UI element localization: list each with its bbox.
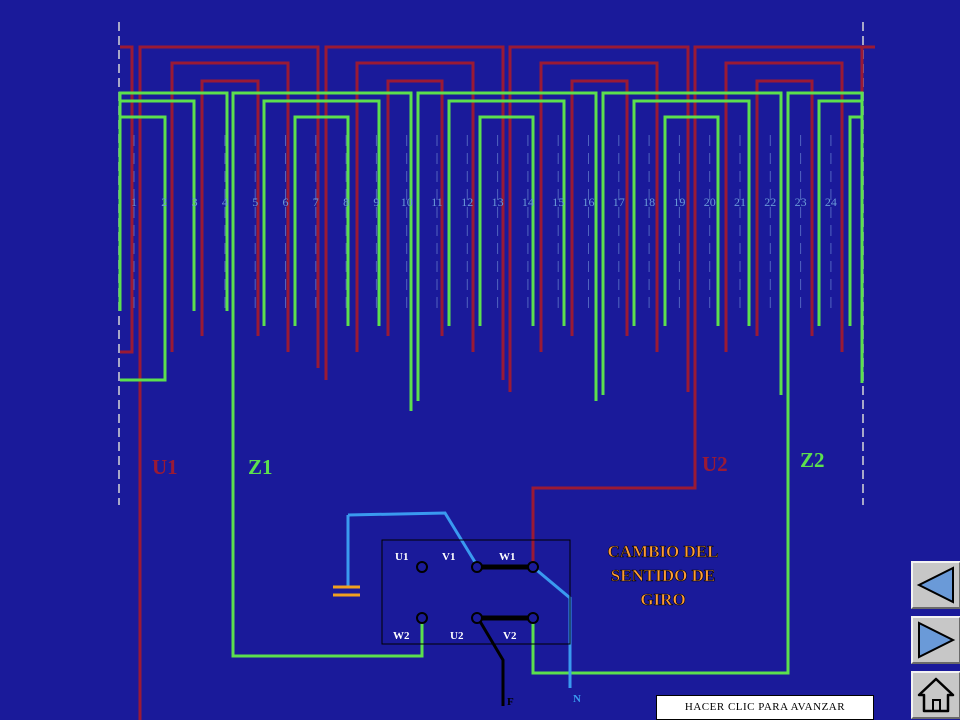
slot-number-22: 22 [764, 195, 776, 209]
lead-z2 [531, 383, 790, 675]
slot-number-17: 17 [613, 195, 625, 209]
slot-number-9: 9 [373, 195, 379, 209]
u-coil-2-1 [324, 45, 505, 380]
u-coil-3-3 [570, 79, 629, 336]
u-wrap-left [120, 45, 134, 354]
u-coil-1-2 [170, 61, 290, 352]
terminal-board: U1 V1 W1 W2 U2 V2 [381, 539, 571, 645]
slot-number-8: 8 [343, 195, 349, 209]
u-coil-2-2 [355, 61, 475, 352]
next-slide-button[interactable] [911, 616, 960, 664]
slot-number-13: 13 [492, 195, 504, 209]
slot-number-18: 18 [643, 195, 655, 209]
previous-slide-button[interactable] [911, 561, 960, 609]
terminal-label-v1: V1 [442, 551, 455, 563]
z-coil-1-3 [118, 115, 167, 311]
slot-number-16: 16 [583, 195, 595, 209]
note-line-3: GIRO [640, 590, 685, 609]
note-line-2: SENTIDO DE [611, 566, 715, 585]
lead-u2 [531, 352, 697, 567]
slot-number-12: 12 [461, 195, 473, 209]
slot-ticks [133, 135, 832, 315]
slot-number-3: 3 [192, 195, 198, 209]
terminal-label-u1: U1 [395, 551, 408, 563]
terminal-board-outline [381, 539, 571, 645]
u-coil-3-1 [508, 45, 690, 392]
capacitor [333, 585, 360, 597]
slot-number-2: 2 [161, 195, 167, 209]
terminal-label-w1: W1 [499, 551, 516, 563]
slot-number-1: 1 [131, 195, 137, 209]
z-coil-2-1 [231, 91, 413, 411]
lead-z1 [231, 311, 424, 658]
u-coil-2-3 [386, 79, 444, 336]
u-coil-1-3 [200, 79, 260, 336]
z-coil-3-1 [416, 91, 598, 401]
slot-number-10: 10 [401, 195, 413, 209]
z-coil-2-3 [293, 115, 350, 326]
z-coil-3-3 [478, 115, 535, 326]
terminal-screw [527, 561, 539, 573]
terminal-screw [471, 612, 483, 624]
note-line-1: CAMBIO DEL [608, 542, 719, 561]
slot-number-4: 4 [222, 195, 228, 209]
slot-number-7: 7 [313, 195, 319, 209]
lead-phase [476, 617, 505, 706]
terminal-label-v2: V2 [503, 630, 517, 642]
u-coil-4-2 [724, 61, 844, 352]
slot-number-21: 21 [734, 195, 746, 209]
z-coil-4-3 [663, 115, 720, 326]
slot-number-6: 6 [283, 195, 289, 209]
advance-button[interactable]: HACER CLIC PARA AVANZAR [656, 695, 874, 720]
slot-number-20: 20 [704, 195, 716, 209]
triangle-left-icon [916, 566, 954, 604]
z-coil-3-2 [447, 99, 566, 326]
main-winding-u [120, 45, 875, 392]
house-icon [917, 677, 955, 713]
slot-number-15: 15 [552, 195, 564, 209]
terminal-label-u2: U2 [450, 630, 464, 642]
winding-leads [120, 117, 790, 720]
triangle-right-icon [918, 621, 956, 659]
terminal-screws [416, 561, 539, 624]
slot-number-23: 23 [795, 195, 807, 209]
terminal-label-w2: W2 [393, 630, 410, 642]
slot-number-11: 11 [431, 195, 443, 209]
slot-number-14: 14 [522, 195, 534, 209]
terminal-screw [416, 561, 428, 573]
z-coil-2-2 [262, 99, 381, 326]
terminal-screw [416, 612, 428, 624]
z-coil-4-1 [601, 91, 783, 395]
slot-number-19: 19 [673, 195, 685, 209]
note-direction-change: CAMBIO DEL SENTIDO DE GIRO [607, 542, 719, 610]
mains-neutral-label: N [573, 693, 581, 705]
label-z1: Z1 [248, 455, 273, 479]
auxiliary-winding-z [118, 91, 864, 411]
slot-number-5: 5 [252, 195, 258, 209]
u-coil-4-3 [755, 79, 814, 336]
label-z2: Z2 [800, 448, 825, 472]
label-u1: U1 [152, 455, 178, 479]
lead-neutral [532, 565, 572, 688]
capacitor-lead [347, 511, 480, 568]
u-coil-1-1 [138, 45, 320, 368]
mains-phase-label: F [507, 696, 514, 708]
label-u2: U2 [702, 452, 728, 476]
slot-number-24: 24 [825, 195, 837, 209]
z-coil-4-2 [632, 99, 751, 326]
home-button[interactable] [911, 671, 960, 719]
z-coil-5-3 [848, 115, 864, 326]
lead-z-return [120, 117, 167, 382]
terminal-screw [527, 612, 539, 624]
terminal-screw [471, 561, 483, 573]
u-coil-3-2 [539, 61, 659, 352]
